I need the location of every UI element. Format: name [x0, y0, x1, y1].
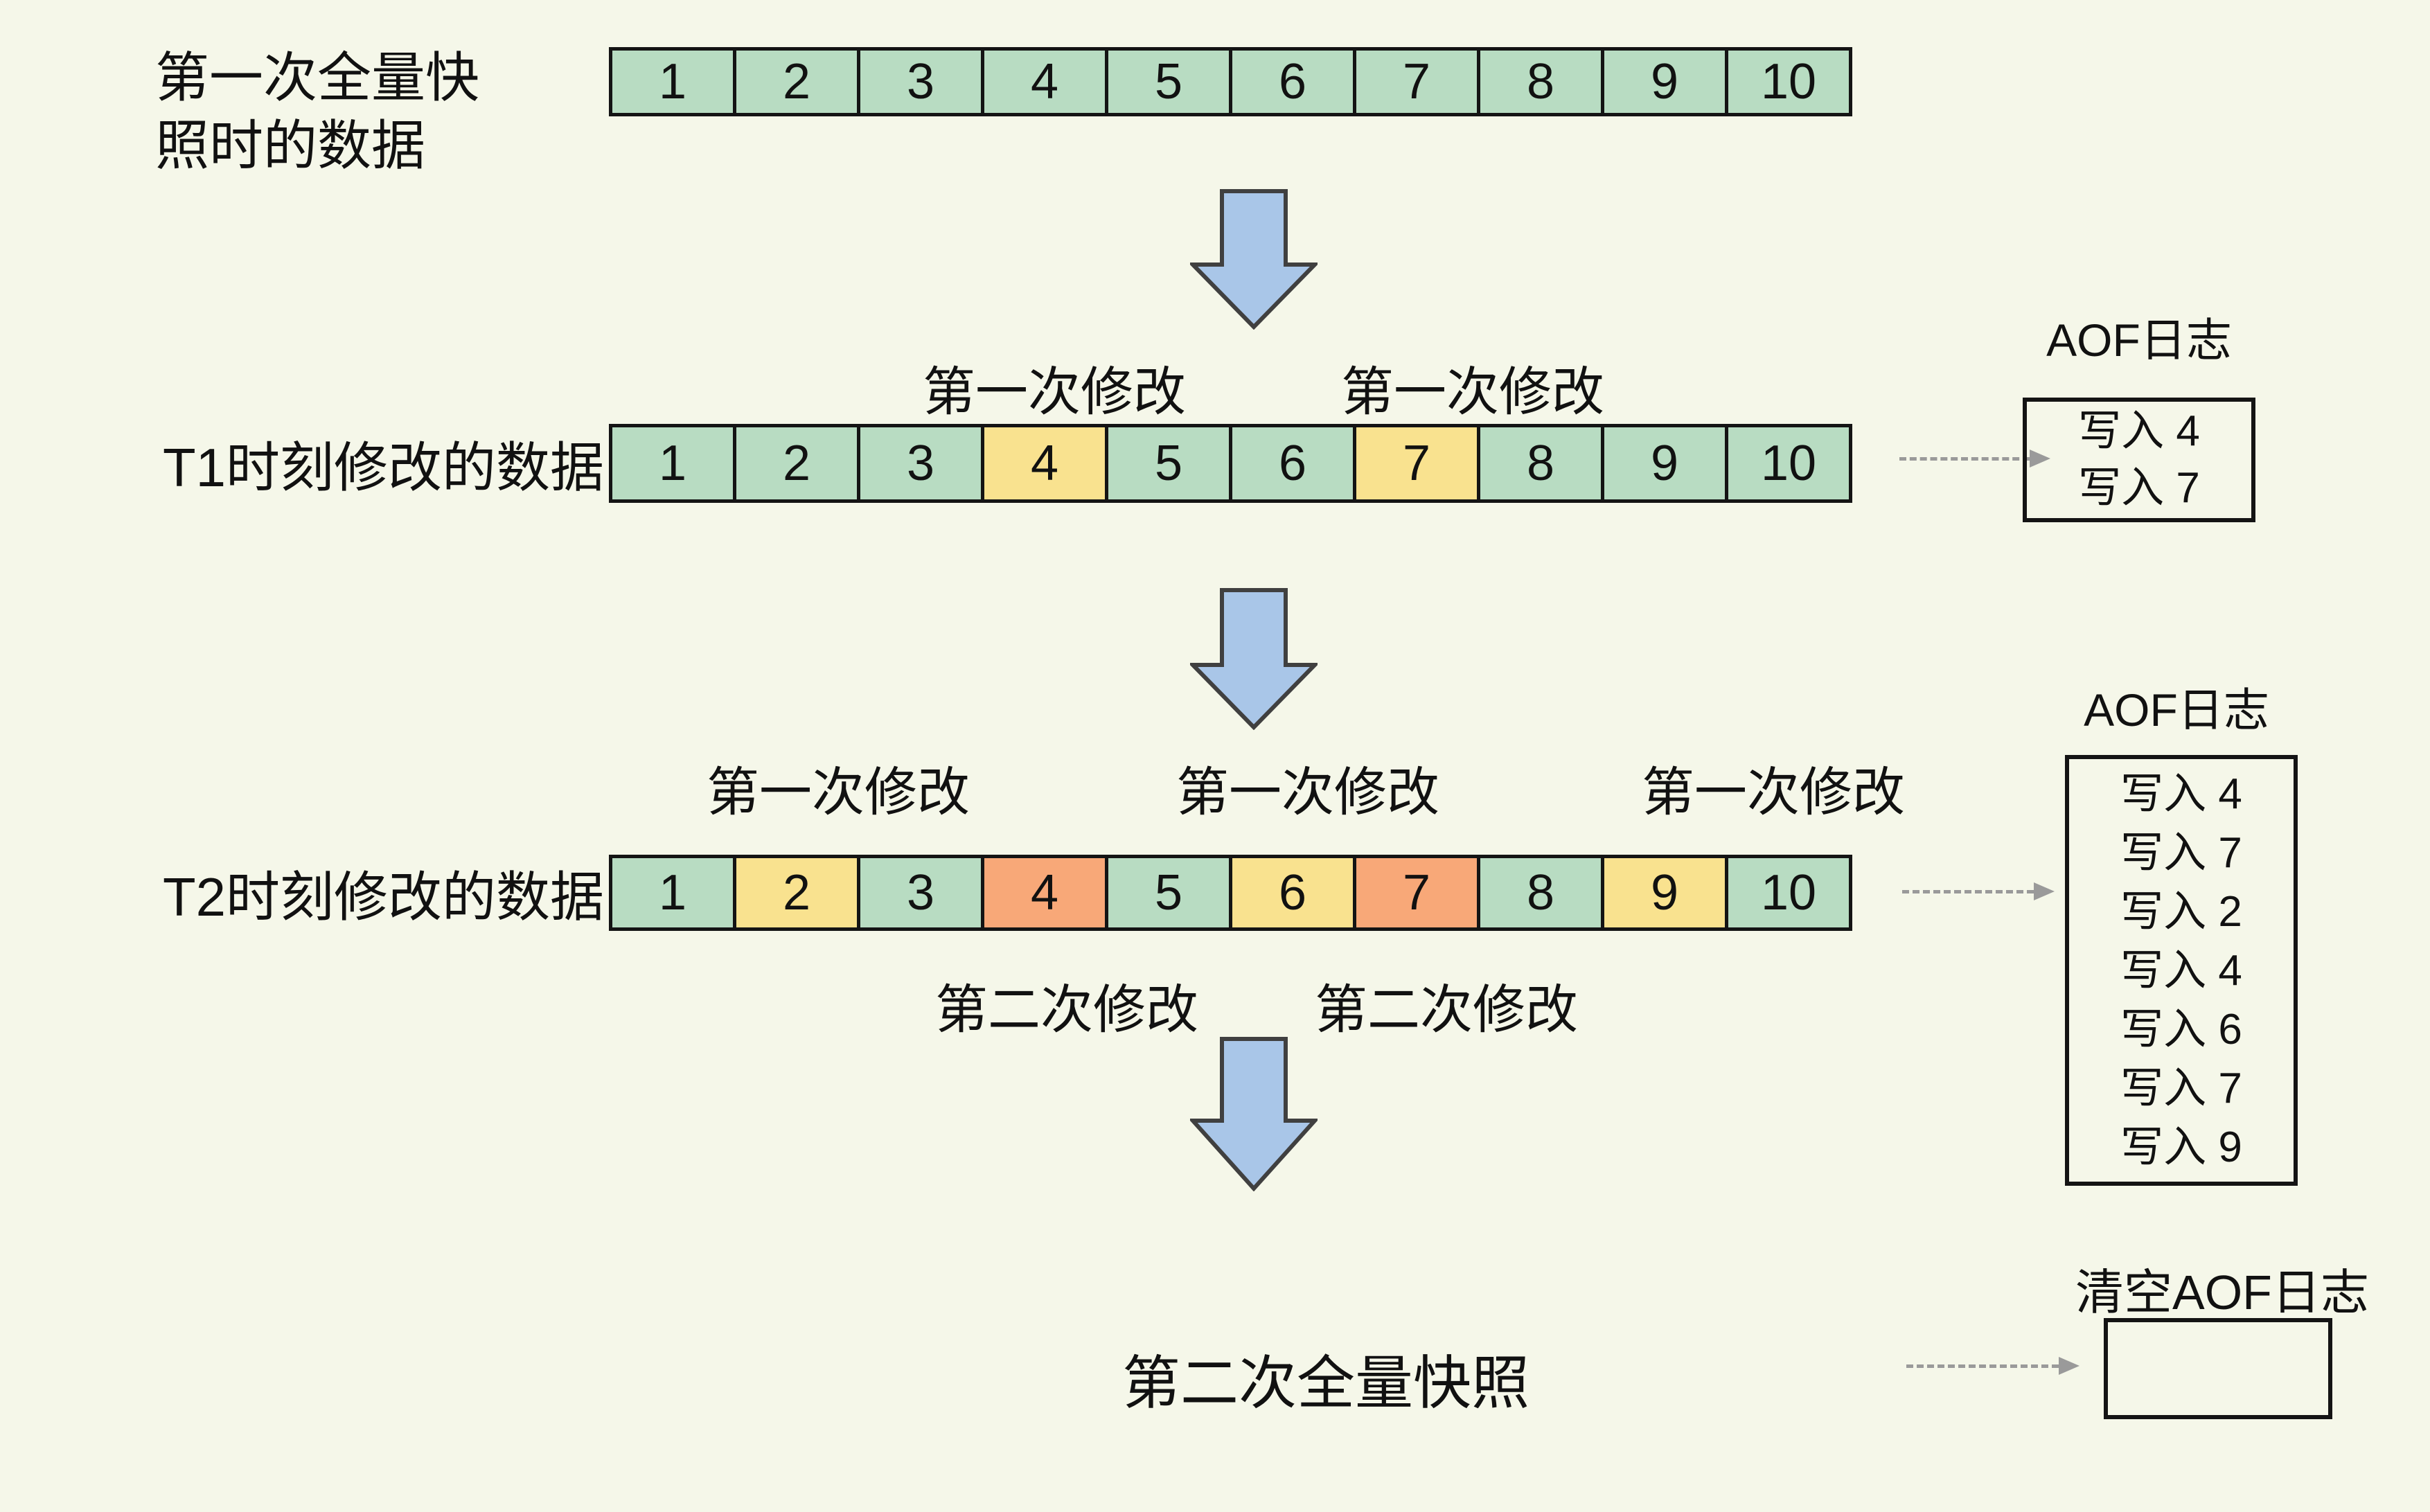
t2-second-mod-label: 第二次修改 — [935, 981, 1198, 1040]
t2-aof-box: 写入 4 写入 7 写入 2 写入 4 写入 6 写入 7 写入 9 — [2065, 755, 2298, 1186]
t1-aof-box: 写入 4 写入 7 — [2023, 398, 2255, 522]
memory-cell: 8 — [1477, 47, 1604, 116]
second-snapshot-label: 第二次全量快照 — [1121, 1351, 1530, 1416]
dashed-arrow-icon — [1906, 1357, 2079, 1375]
t1-first-mod-label: 第一次修改 — [923, 363, 1186, 422]
down-arrow-icon — [1188, 1036, 1320, 1195]
aof-entry: 写入 4 — [2120, 770, 2242, 818]
t2-aof-title: AOF日志 — [2084, 684, 2269, 736]
memory-cell: 1 — [609, 47, 736, 116]
memory-cell: 3 — [857, 424, 984, 503]
t2-first-mod-label: 第一次修改 — [1176, 763, 1439, 822]
clear-aof-title: 清空AOF日志 — [2075, 1265, 2369, 1319]
t2-memory-row: 1 2 3 4 5 6 7 8 9 10 — [609, 855, 1852, 931]
t2-first-mod-label: 第一次修改 — [1642, 763, 1905, 822]
memory-cell: 3 — [857, 47, 984, 116]
memory-cell: 9 — [1601, 47, 1728, 116]
snapshot1-memory-row: 1 2 3 4 5 6 7 8 9 10 — [609, 47, 1852, 116]
aof-entry: 写入 7 — [2120, 828, 2242, 877]
dashed-arrow-icon — [1902, 882, 2055, 900]
aof-entry: 写入 4 — [2078, 407, 2200, 455]
memory-cell: 7 — [1353, 424, 1480, 503]
memory-cell: 5 — [1105, 424, 1232, 503]
memory-cell: 10 — [1725, 47, 1852, 116]
memory-cell: 2 — [733, 855, 860, 931]
t1-memory-row: 1 2 3 4 5 6 7 8 9 10 — [609, 424, 1852, 503]
memory-cell: 4 — [981, 47, 1108, 116]
memory-cell: 5 — [1105, 47, 1232, 116]
memory-cell: 5 — [1105, 855, 1232, 931]
memory-cell: 6 — [1229, 47, 1356, 116]
t1-row-label: T1时刻修改的数据 — [162, 437, 604, 498]
t1-first-mod-label: 第一次修改 — [1341, 363, 1604, 422]
down-arrow-icon — [1187, 188, 1320, 333]
t2-row-label: T2时刻修改的数据 — [162, 866, 604, 927]
memory-cell: 3 — [857, 855, 984, 931]
empty-aof-box — [2104, 1318, 2332, 1419]
aof-entry: 写入 9 — [2120, 1123, 2242, 1171]
dashed-arrow-icon — [1899, 450, 2050, 468]
memory-cell: 9 — [1601, 855, 1728, 931]
memory-cell: 10 — [1725, 424, 1852, 503]
aof-entry: 写入 6 — [2120, 1005, 2242, 1053]
memory-cell: 2 — [733, 424, 860, 503]
memory-cell: 9 — [1601, 424, 1728, 503]
t2-second-mod-label: 第二次修改 — [1315, 981, 1578, 1040]
memory-cell: 6 — [1229, 424, 1356, 503]
memory-cell: 4 — [981, 855, 1108, 931]
snapshot1-label: 第一次全量快 照时的数据 — [155, 47, 480, 176]
t2-first-mod-label: 第一次修改 — [707, 763, 970, 822]
aof-entry: 写入 7 — [2120, 1064, 2242, 1112]
memory-cell: 6 — [1229, 855, 1356, 931]
memory-cell: 4 — [981, 424, 1108, 503]
memory-cell: 8 — [1477, 424, 1604, 503]
aof-entry: 写入 7 — [2078, 464, 2200, 512]
memory-cell: 8 — [1477, 855, 1604, 931]
aof-entry: 写入 4 — [2120, 946, 2242, 995]
aof-entry: 写入 2 — [2120, 887, 2242, 936]
memory-cell: 1 — [609, 424, 736, 503]
memory-cell: 7 — [1353, 47, 1480, 116]
down-arrow-icon — [1187, 587, 1320, 733]
t1-aof-title: AOF日志 — [2046, 314, 2232, 366]
memory-cell: 1 — [609, 855, 736, 931]
memory-cell: 7 — [1353, 855, 1480, 931]
memory-cell: 2 — [733, 47, 860, 116]
memory-cell: 10 — [1725, 855, 1852, 931]
